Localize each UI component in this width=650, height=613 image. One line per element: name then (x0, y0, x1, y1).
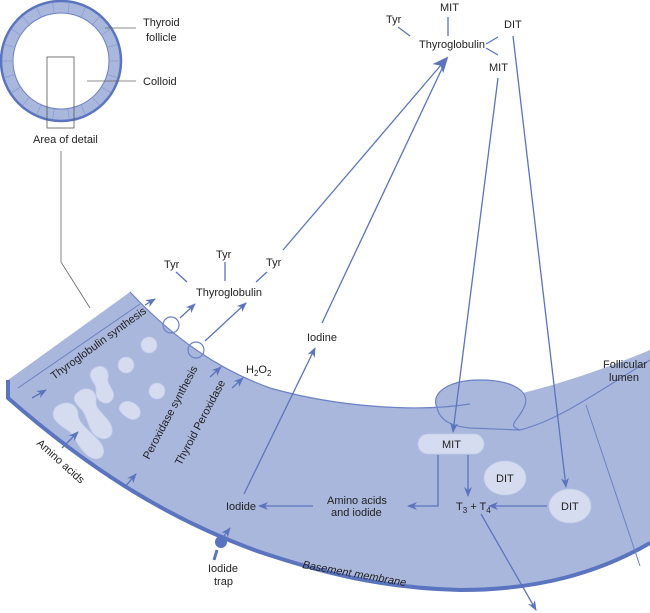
follicle-cell-divider (92, 16, 100, 25)
area-of-detail-box (46, 56, 75, 129)
thyroid-follicle-label-2: follicle (146, 32, 177, 44)
follicle-cell-divider (67, 108, 70, 120)
iodide-label: Iodide (226, 501, 256, 513)
apical-membrane-right (519, 359, 650, 431)
follicular-lumen-label-2: lumen (609, 372, 639, 384)
follicle-cell-divider (101, 86, 111, 94)
er-boundary-line (17, 303, 141, 389)
follicle-cell-divider (36, 104, 42, 115)
follicular-lumen-label-1: Follicular (603, 359, 647, 371)
iodide-trap-pump (215, 536, 227, 548)
secretory-vesicle (162, 316, 180, 334)
top-thyroglobulin-connectors (397, 17, 499, 56)
follicle-cell-divider (4, 74, 16, 79)
arrow-iodine-to-thyroglobulin (321, 57, 448, 324)
arrow-peroxidase-out (209, 366, 222, 378)
mit-capsule (417, 433, 485, 455)
arrow-into-er (31, 389, 47, 399)
mit-capsule-label: MIT (442, 439, 461, 451)
follicle-cell-divider (4, 43, 16, 48)
follicle-cell-divider (80, 7, 86, 18)
follicle-cell-divider (11, 28, 21, 36)
colloid-area (12, 12, 110, 110)
top-dit-label: DIT (504, 19, 522, 31)
h2o2-label: H2O2 (246, 364, 272, 378)
follicle-cell-divider (11, 86, 21, 94)
arrow-iodide-trap (221, 527, 231, 538)
arrow-dit-down (512, 35, 569, 488)
arrow-iodide-to-iodine (243, 347, 316, 495)
arrow-thyroid-peroxidase (231, 377, 244, 389)
thyroid-follicle-label: Thyroid (143, 17, 180, 29)
dit-right-label: DIT (561, 501, 579, 513)
cell-body (8, 292, 650, 590)
arrow-vesicle-to-thyroglobulin (179, 303, 196, 319)
mid-tyr-right-label: Tyr (266, 257, 282, 269)
secretory-vesicle (187, 341, 205, 359)
arrow-peroxidase-synthesis (123, 473, 137, 489)
arrow-mit-to-amino-acids (407, 455, 439, 510)
top-mit-label: MIT (440, 2, 459, 14)
area-of-detail-leader (60, 151, 91, 309)
top-thyroglobulin-label: Thyroglobulin (419, 39, 485, 51)
pathway-arrows (179, 35, 569, 611)
arrow-tyr-to-top-thyroglobulin (282, 56, 449, 251)
arrow-amino-acids (61, 431, 79, 449)
iodide-trap-stem (212, 549, 219, 561)
follicle-cell-divider (92, 97, 100, 106)
colloid-label: Colloid (143, 76, 177, 88)
follicle-cell-divider (106, 43, 118, 48)
follicle-cell-divider (36, 7, 42, 18)
follicle-cell-divider (22, 16, 30, 25)
follicle-inset: Thyroid follicle Colloid Area of detail (0, 0, 180, 309)
arrow-vesicle2-to-thyroglobulin (204, 302, 247, 342)
follicle-cell-divider (22, 97, 30, 106)
follicle-cell-divider (106, 74, 118, 79)
mid-tyr-left-label: Tyr (164, 259, 180, 271)
follicle-cell-divider (67, 2, 70, 14)
follicular-cell (6, 291, 650, 593)
mid-thyroglobulin-connectors (175, 262, 268, 283)
mid-thyroglobulin-label: Thyroglobulin (196, 287, 262, 299)
follicle-cell-divider (80, 104, 86, 115)
amino-acids-iodide-label-2: and iodide (331, 507, 382, 519)
iodide-trap-label-1: Iodide (208, 563, 238, 575)
top-tyr-label: Tyr (386, 14, 402, 26)
follicle-cell-divider (52, 2, 55, 14)
follicle-cell-divider (52, 108, 55, 120)
basement-membrane (6, 380, 650, 593)
mid-tyr-center-label: Tyr (216, 249, 232, 261)
top-mit-right-label: MIT (489, 62, 508, 74)
dit-inner-ellipse (483, 460, 527, 496)
iodide-trap-label-2: trap (214, 576, 233, 588)
dit-right-ellipse (548, 488, 592, 524)
arrow-mit-down (450, 77, 499, 433)
iodine-label: Iodine (307, 332, 337, 344)
golgi-apparatus (52, 336, 166, 460)
follicle-cell-divider (101, 28, 111, 36)
amino-acids-iodide-label-1: Amino acids (327, 495, 387, 507)
t3-t4-label: T3 + T4 (456, 501, 491, 515)
arrow-er-top (144, 298, 156, 308)
cell-boundary-line (585, 404, 641, 567)
follicle-cell-dividers (2, 2, 120, 120)
arrow-t3t4-out (480, 513, 537, 611)
dit-inner-label: DIT (496, 473, 514, 485)
area-of-detail-label: Area of detail (33, 134, 98, 146)
pseudopod (435, 379, 527, 431)
